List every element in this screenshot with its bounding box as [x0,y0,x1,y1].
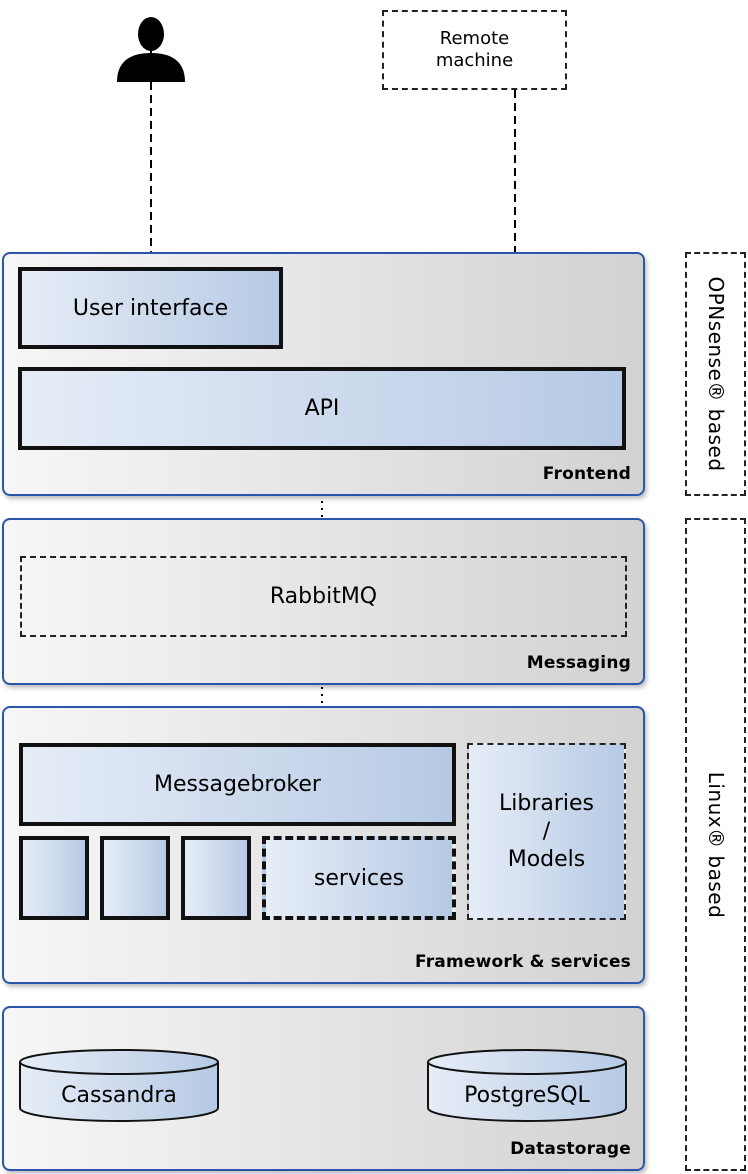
cassandra-label: Cassandra [61,1083,177,1108]
messagebroker-label: Messagebroker [154,772,321,797]
service-box-2 [100,836,170,920]
messaging-layer: Messaging [2,518,645,685]
messagebroker-box: Messagebroker [19,743,456,826]
models-label: Models [507,846,586,872]
api-box: API [18,367,626,450]
opnsense-based-bracket: OPNsense® based [685,252,746,496]
libraries-separator: / [542,818,551,844]
service-box-3 [181,836,251,920]
remote-machine-label-line1: Remote [439,28,510,49]
user-interface-box: User interface [18,267,283,349]
services-label: services [313,865,405,891]
service-box-1 [19,836,89,920]
linux-based-label: Linux® based [703,771,728,918]
frontend-layer-label: Frontend [542,464,631,484]
user-interface-label: User interface [72,295,229,321]
linux-based-bracket: Linux® based [685,518,746,1171]
opnsense-based-label: OPNsense® based [703,276,728,472]
api-label: API [304,396,340,421]
postgresql-database-icon [427,1049,627,1122]
postgresql-label: PostgreSQL [464,1083,590,1108]
remote-machine-box: Remote machine [382,10,567,90]
rabbitmq-box: RabbitMQ [20,556,627,637]
datastorage-layer-label: Datastorage [510,1139,631,1159]
framework-layer-label: Framework & services [414,952,631,972]
remote-machine-label-line2: machine [435,50,514,71]
libraries-label: Libraries [498,790,594,816]
cassandra-database-icon [19,1049,219,1122]
messaging-layer-label: Messaging [526,653,631,673]
services-box: services [262,836,456,920]
rabbitmq-label: RabbitMQ [269,584,378,609]
libraries-models-box: Libraries / Models [467,743,626,920]
user-icon [117,17,185,82]
